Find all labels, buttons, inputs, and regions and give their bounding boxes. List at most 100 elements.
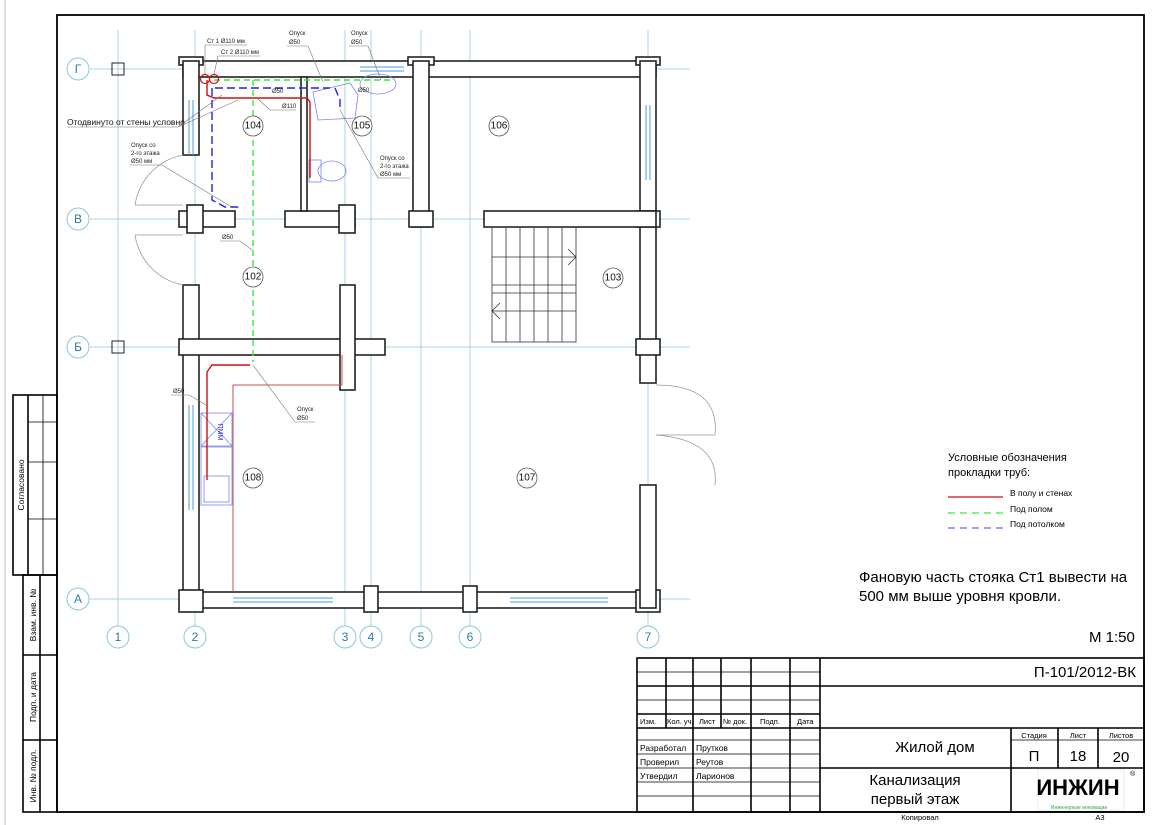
annotations-d50-top: Ø50	[272, 89, 284, 95]
annotations-st1: Ст 1 Ø110 мм	[207, 39, 245, 45]
title-block-roles-1-role: Проверил	[640, 757, 679, 767]
rooms-6: 107	[519, 473, 536, 484]
pipes	[199, 73, 395, 592]
title-block-sheet: 18	[1070, 748, 1087, 765]
drawing-line	[134, 154, 184, 206]
room-102: 102	[242, 266, 264, 288]
room-104: 104	[242, 115, 264, 137]
drawing-line	[359, 625, 383, 649]
axes-vertical-1: 2	[192, 630, 199, 644]
title-block-roles-2-name: Ларионов	[696, 771, 735, 781]
drawing-line	[655, 384, 716, 436]
annotations-opusk2fl-left-a: Опуск со	[131, 143, 156, 149]
rooms-5: 108	[245, 473, 262, 484]
drawing-line	[636, 625, 660, 649]
rooms-1: 105	[354, 121, 371, 132]
side-stamp: Согласовано Взам. инв. № Подп. и дата Ин…	[12, 394, 58, 813]
drawing-code: П-101/2012-ВК	[1034, 664, 1136, 681]
walls	[178, 56, 661, 613]
drawing-line	[252, 364, 296, 423]
drawing-line	[213, 55, 219, 75]
rooms-3: 102	[245, 272, 262, 283]
legend-items-2-label: Под потолком	[1010, 519, 1065, 529]
drawing-line	[567, 248, 577, 266]
annotations-d50-sink: Ø50	[173, 389, 185, 395]
axis-bubble-G: Г	[66, 57, 90, 81]
title-block-sheets: 20	[1113, 749, 1130, 766]
room-markers: 104 105 106 102 103 108 107	[242, 115, 624, 489]
title-block-headers-0: Изм.	[640, 717, 656, 726]
drawing-line	[134, 234, 184, 286]
drawing-line	[488, 115, 510, 137]
pipe-in-floor	[206, 80, 311, 178]
side-stamp-agreed: Согласовано	[16, 459, 26, 510]
rooms-4: 103	[605, 273, 622, 284]
toilet-tank	[308, 159, 322, 183]
logo-text: ИНЖИН	[1036, 775, 1119, 800]
legend-items-0-label: В полу и стенах	[1010, 488, 1073, 498]
drawing-line	[636, 657, 1145, 813]
drawing-line	[635, 338, 661, 356]
drawing-line	[239, 240, 253, 251]
drawing-line	[339, 284, 356, 391]
drawing-line	[257, 98, 271, 111]
pipe-under-ceiling	[334, 87, 341, 110]
drawing-line	[483, 210, 657, 228]
drawing-line	[1037, 769, 1125, 811]
title-block-sheets-label: Листов	[1109, 731, 1133, 740]
shower-tray	[312, 82, 359, 121]
drawing-line	[178, 589, 204, 613]
sink	[200, 446, 233, 506]
drawing-line	[491, 302, 501, 320]
drawing-line	[458, 625, 482, 649]
axes-vertical-2: 3	[342, 630, 349, 644]
title-block-copied: Копировал	[901, 813, 939, 822]
drawing-frame	[56, 14, 1145, 813]
axes-horizontal-1: В	[74, 212, 82, 226]
rooms-2: 106	[491, 121, 508, 132]
title-block-headers-2: Лист	[699, 717, 716, 726]
title-block-headers-4: Подп.	[760, 717, 780, 726]
axes-vertical-5: 6	[467, 630, 474, 644]
drawing-line	[242, 266, 264, 288]
annotations-opusk2fl-left-c: Ø50 мм	[131, 159, 152, 165]
drawing-line	[186, 204, 204, 234]
axis-bubbles: 1 2 3 4 5 6 7 Г В Б А	[66, 57, 660, 649]
annotations-opusk2fl-right-b: 2-го этажа	[380, 164, 409, 170]
axes-vertical-3: 4	[368, 630, 375, 644]
drawing-line	[655, 434, 716, 486]
windows	[188, 66, 651, 603]
annotations-opusk1-a: Опуск	[289, 31, 306, 37]
title-block-sheet-label: Лист	[1070, 731, 1087, 740]
room-107: 107	[516, 467, 538, 489]
drawing-line	[178, 338, 386, 356]
axis-bubble-7: 7	[636, 625, 660, 649]
drawing-line	[66, 207, 90, 231]
column-marker	[111, 340, 125, 354]
drawing-line	[66, 587, 90, 611]
drawing-line	[408, 210, 434, 228]
axis-bubble-A: А	[66, 587, 90, 611]
axis-bubble-5: 5	[409, 625, 433, 649]
drawing-line	[182, 591, 657, 609]
axis-bubble-2: 2	[183, 625, 207, 649]
side-stamp-replaced: Взам. инв. №	[28, 589, 38, 642]
axis-bubble-4: 4	[359, 625, 383, 649]
annotations-opusk2-b: Ø50	[351, 40, 363, 46]
pipe-in-floor	[206, 364, 250, 480]
drawing-line	[242, 467, 264, 489]
drawing-line	[203, 475, 230, 503]
registered-mark: ®	[1130, 770, 1136, 778]
column-marker	[111, 62, 125, 76]
company-logo: ИНЖИН Инженерные инновации ®	[1036, 769, 1136, 811]
drawing-line	[412, 60, 430, 228]
side-stamp-sign-date: Подп. и дата	[28, 672, 38, 722]
annotations-opusk2fl-left-b: 2-го этажа	[131, 151, 160, 157]
title-block-roles-1-name: Реутов	[696, 757, 724, 767]
scale: М 1:50	[1089, 629, 1135, 646]
room-105: 105	[351, 115, 373, 137]
drawing-line	[338, 204, 356, 234]
legend: Условные обозначения прокладки труб: В п…	[948, 452, 1073, 529]
drawing-line	[200, 412, 233, 447]
